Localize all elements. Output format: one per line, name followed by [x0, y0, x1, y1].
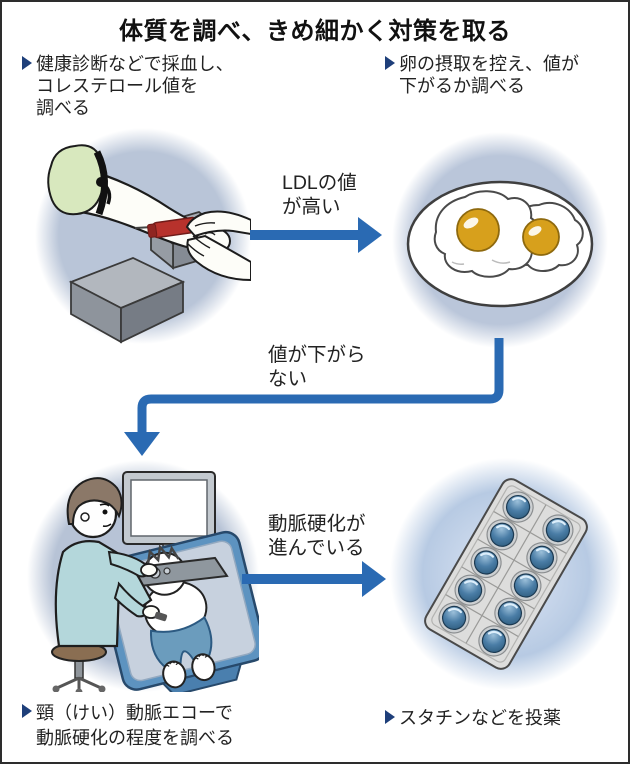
note-line: コレステロール値を: [36, 76, 198, 96]
pill: [454, 574, 486, 606]
label-arteriosclerosis-progress: 動脈硬化が 進んでいる: [268, 513, 366, 559]
pill: [486, 519, 518, 551]
patient-feet: [162, 653, 216, 689]
note-line: スタチンなどを投薬: [399, 708, 561, 728]
pill: [478, 625, 510, 657]
bullet-triangle-icon: [22, 704, 32, 718]
pill: [470, 546, 502, 579]
page-title: 体質を調べ、きめ細かく対策を取る: [119, 18, 511, 45]
nurse-hands: [185, 210, 251, 282]
armrest-box: [68, 257, 186, 344]
patient-hair: [146, 544, 180, 565]
doctor-hand-probe: [142, 605, 160, 619]
bullet-triangle-icon: [385, 56, 395, 70]
note-line: 頸（けい）動脈エコーで: [36, 703, 233, 723]
note-line: 下がるか調べる: [399, 76, 525, 96]
blood-draw-illustration: [47, 144, 251, 344]
note-line: 健康診断などで採血し、: [36, 54, 234, 74]
note-line: 調べる: [36, 98, 90, 118]
tourniquet-band: [93, 150, 112, 216]
note-egg-restriction: 卵の摂取を控え、値が 下がるか調べる: [385, 53, 579, 97]
flow-arrow-right-icon: [250, 217, 382, 253]
fried-eggs-scene: [392, 132, 608, 348]
stool: [51, 642, 107, 692]
label-value-not-drop: 値が下がら ない: [268, 344, 366, 390]
pill: [526, 542, 558, 574]
egg-yolk-left: [456, 208, 500, 252]
note-blood-test: 健康診断などで採血し、 コレステロール値を 調べる: [22, 53, 234, 119]
pill: [502, 491, 534, 523]
note-line: 動脈硬化の程度を調べる: [36, 728, 234, 748]
pill: [542, 514, 574, 546]
egg-white-detail: [451, 259, 511, 265]
blister-pack: [424, 478, 588, 670]
doctor: [51, 477, 168, 692]
blood-tube: [147, 216, 198, 239]
pill: [510, 569, 542, 602]
carotid-ultrasound-illustration: [51, 471, 259, 692]
pill: [438, 602, 470, 634]
ultrasound-probe: [154, 611, 168, 622]
label-ldl-high: LDLの値 が高い: [282, 172, 357, 218]
flow-connector-down-icon: [124, 338, 504, 456]
bullet-triangle-icon: [385, 710, 395, 724]
pill: [494, 597, 526, 629]
bullet-triangle-icon: [22, 56, 32, 70]
doctor-hand-keyboard: [140, 563, 158, 577]
pill-blister-pack-illustration: [424, 478, 588, 670]
doctor-hair: [66, 477, 123, 525]
egg-yolk-right: [522, 218, 560, 256]
fried-eggs-illustration: [406, 180, 594, 308]
blood-draw-scene: [35, 128, 251, 344]
note-line: 卵の摂取を控え、値が: [399, 54, 579, 74]
note-statin: スタチンなどを投薬: [385, 707, 561, 729]
ultrasound-monitor: [122, 471, 216, 561]
statin-pills-scene: [390, 458, 622, 690]
carotid-ultrasound-scene: [27, 460, 259, 692]
flow-arrow-right-icon: [242, 561, 386, 597]
note-carotid-echo: 頸（けい）動脈エコーで 動脈硬化の程度を調べる: [22, 701, 234, 751]
